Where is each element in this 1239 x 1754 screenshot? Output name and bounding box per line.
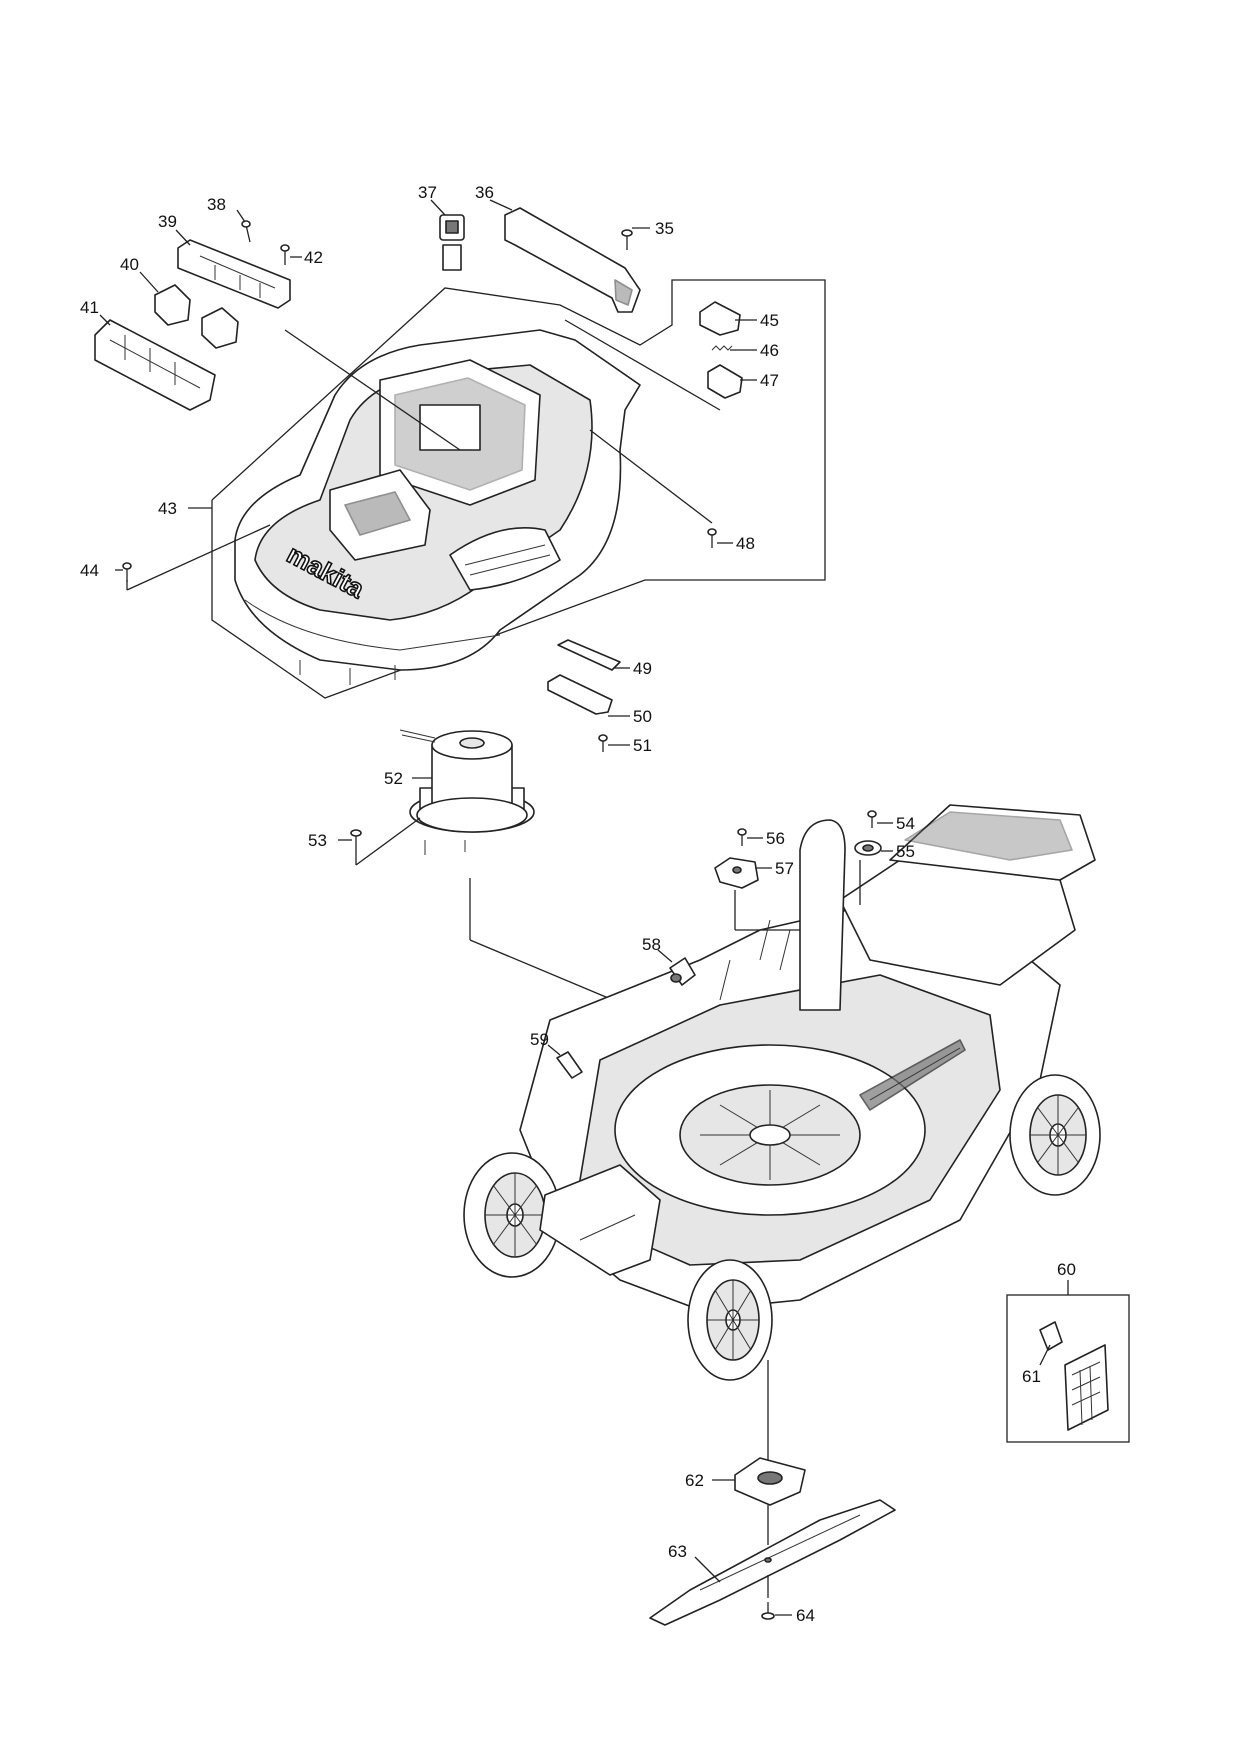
callout-58: 58: [642, 935, 661, 954]
callout-labels: 35 36 37 38 39 40 41 42 43 44 45 46 47 4…: [80, 183, 1076, 1625]
callout-51: 51: [633, 736, 652, 755]
part-38-screw: [241, 220, 251, 243]
callout-42: 42: [304, 248, 323, 267]
callout-59: 59: [530, 1030, 549, 1049]
callout-35: 35: [655, 219, 674, 238]
part-36-handle: [504, 207, 641, 313]
callout-46: 46: [760, 341, 779, 360]
part-64-bolt: [761, 1602, 775, 1620]
callout-41: 41: [80, 298, 99, 317]
callout-54: 54: [896, 814, 915, 833]
part-45-latch: [699, 301, 741, 336]
callout-56: 56: [766, 829, 785, 848]
part-54-screw: [867, 810, 877, 828]
callout-38: 38: [207, 195, 226, 214]
callout-57: 57: [775, 859, 794, 878]
callout-60: 60: [1057, 1260, 1076, 1279]
callout-55: 55: [896, 842, 915, 861]
part-41-battery-holder: [94, 319, 216, 411]
part-59-pin: [556, 1051, 583, 1079]
part-62-blade-adaptor: [734, 1360, 806, 1506]
callout-leaders: [99, 199, 893, 1616]
part-53-screw: [350, 817, 421, 866]
part-55-washer: [854, 840, 882, 856]
mower-deck: [463, 804, 1101, 1381]
part-40-terminal: [154, 284, 239, 349]
part-57-bracket: [714, 857, 759, 889]
callout-43: 43: [158, 499, 177, 518]
callout-50: 50: [633, 707, 652, 726]
callout-53: 53: [308, 831, 327, 850]
part-51-screw: [598, 734, 608, 752]
cover-assembly: makita: [126, 279, 826, 699]
callout-37: 37: [418, 183, 437, 202]
callout-36: 36: [475, 183, 494, 202]
callout-52: 52: [384, 769, 403, 788]
part-35-screw: [621, 229, 633, 250]
wheel-front-left: [463, 1152, 561, 1278]
part-48-screw: [707, 528, 717, 548]
part-58-bushing: [669, 957, 696, 986]
wheel-front-right: [687, 1259, 773, 1381]
callout-49: 49: [633, 659, 652, 678]
part-60-kit: [1006, 1280, 1130, 1443]
callout-40: 40: [120, 255, 139, 274]
callout-39: 39: [158, 212, 177, 231]
callout-44: 44: [80, 561, 99, 580]
callout-64: 64: [796, 1606, 815, 1625]
part-63-blade: [649, 1499, 896, 1626]
part-37-key: [439, 214, 465, 271]
callout-45: 45: [760, 311, 779, 330]
part-47-latch-base: [707, 364, 743, 399]
part-49-plate: [557, 639, 621, 671]
callout-62: 62: [685, 1471, 704, 1490]
part-50-bar: [547, 674, 613, 715]
part-52-motor: [399, 729, 535, 855]
part-39-terminal-holder: [177, 239, 291, 309]
part-56-screw: [737, 828, 747, 846]
part-46-spring: [711, 345, 733, 351]
callout-47: 47: [760, 371, 779, 390]
wheel-rear-right: [1009, 1074, 1101, 1196]
callout-63: 63: [668, 1542, 687, 1561]
part-44-screw: [122, 562, 132, 582]
callout-48: 48: [736, 534, 755, 553]
part-42-screw: [280, 244, 290, 265]
callout-61: 61: [1022, 1367, 1041, 1386]
